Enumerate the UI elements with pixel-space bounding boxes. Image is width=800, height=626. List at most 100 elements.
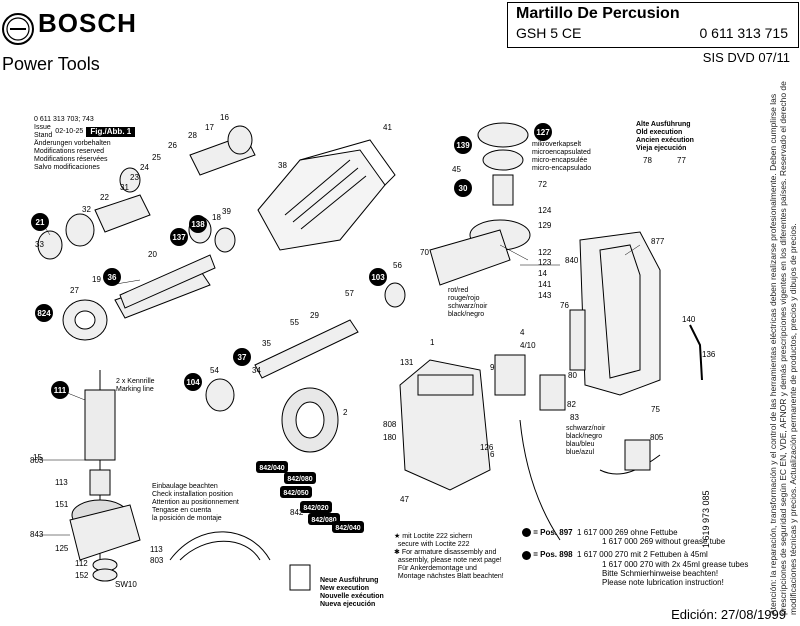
part-number-label: 6 — [490, 450, 495, 459]
part-number-label: 840 — [565, 256, 579, 265]
part-number-label: 55 — [290, 318, 299, 327]
circled-label: 21 — [31, 213, 49, 231]
grease-legend: = Pos. 897 1 617 000 269 ohne Fettube 1 … — [522, 528, 748, 587]
circled-label: 138 — [189, 215, 207, 233]
part-number-label: 112 — [75, 559, 88, 568]
circled-label: 139 — [454, 136, 472, 154]
circled-label: 111 — [51, 381, 69, 399]
part-number-label: 4 — [520, 328, 525, 337]
svg-text:21: 21 — [36, 218, 45, 227]
part-number-label: 28 — [188, 131, 197, 140]
part-number-label: 82 — [567, 400, 576, 409]
circled-label: 842/080 — [308, 513, 340, 525]
part-number-label: 77 — [677, 156, 686, 165]
svg-text:842/080: 842/080 — [311, 517, 336, 524]
part-number-label: 45 — [452, 165, 461, 174]
svg-text:138: 138 — [191, 220, 205, 229]
part-number-label: 17 — [205, 123, 214, 132]
part-number-label: 56 — [393, 261, 402, 270]
part-number-label: 125 — [55, 544, 69, 553]
brand-subtitle: Power Tools — [2, 54, 100, 74]
bearing-detail — [169, 531, 311, 591]
document-number: 1 619 973 085 — [701, 490, 711, 548]
svg-text:842/080: 842/080 — [287, 476, 312, 483]
part-number-label: 113 — [55, 478, 68, 487]
svg-text:842/040: 842/040 — [335, 525, 360, 532]
part-number-label: 842 — [290, 508, 304, 517]
part-number-label: 47 — [400, 495, 409, 504]
base-plate — [69, 504, 141, 582]
circled-label: 842/040 — [256, 461, 288, 473]
part-number-label: 151 — [55, 500, 69, 509]
part-number-label: 18 — [212, 213, 221, 222]
part-number-label: 75 — [651, 405, 660, 414]
svg-text:137: 137 — [172, 233, 186, 242]
part-number-label: 78 — [643, 156, 652, 165]
part-number-label: 803 — [30, 456, 44, 465]
svg-text:139: 139 — [456, 141, 470, 150]
part-number-label: 1 — [430, 338, 435, 347]
part-number-label: 805 — [650, 433, 664, 442]
part-number-label: 24 — [140, 163, 149, 172]
svg-text:842/040: 842/040 — [259, 465, 284, 472]
motor-housing — [399, 359, 491, 491]
tool-model: GSH 5 CE — [516, 25, 582, 41]
circled-label: 842/050 — [280, 486, 312, 498]
part-number-label: 180 — [383, 433, 397, 442]
part-number-label: 124 — [538, 206, 552, 215]
part-number-label: 35 — [262, 339, 271, 348]
part-number-label: 123 — [538, 258, 552, 267]
svg-text:842/050: 842/050 — [283, 490, 308, 497]
circled-label: 36 — [103, 268, 121, 286]
part-number-labels: 1617282625242331223233383918412019272955… — [30, 113, 716, 589]
part-number-label: 25 — [152, 153, 161, 162]
part-number-label: 70 — [420, 248, 429, 257]
part-number-label: 57 — [345, 289, 354, 298]
part-number-label: 843 — [30, 530, 44, 539]
circled-label: 30 — [454, 179, 472, 197]
circled-label: 37 — [233, 348, 251, 366]
part-number-label: 76 — [560, 301, 569, 310]
part-number-label: 803 — [150, 556, 164, 565]
part-number-label: 4/10 — [520, 341, 536, 350]
part-number-label: 72 — [538, 180, 547, 189]
bosch-logo-icon — [2, 13, 34, 45]
svg-text:104: 104 — [186, 378, 200, 387]
circled-label: 842/040 — [332, 521, 364, 533]
sis-dvd-label: SIS DVD 07/11 — [702, 50, 790, 65]
figure-label: Fig./Abb. 1 — [86, 127, 136, 137]
part-number-label: 54 — [210, 366, 219, 375]
svg-text:824: 824 — [37, 309, 51, 318]
part-number-label: 152 — [75, 571, 89, 580]
part-number-label: 80 — [568, 371, 577, 380]
part-number-label: 113 — [150, 545, 163, 554]
cable-and-switch — [494, 309, 703, 541]
part-number-label: 32 — [82, 205, 91, 214]
part-number-label: 126 — [480, 443, 494, 452]
circled-labels: 21368241111371381043710313930127842/0408… — [31, 123, 552, 533]
svg-text:111: 111 — [54, 386, 67, 395]
svg-text:36: 36 — [108, 273, 117, 282]
title-box: Martillo De Percusion GSH 5 CE 0 611 313… — [507, 2, 799, 48]
svg-text:842/020: 842/020 — [303, 505, 328, 512]
circled-label: 127 — [534, 123, 552, 141]
circled-label: 842/020 — [300, 501, 332, 513]
part-number-label: 19 — [92, 275, 101, 284]
part-number-label: 29 — [310, 311, 319, 320]
brand-logo: BOSCH — [38, 8, 137, 38]
part-number-label: 2 — [343, 408, 348, 417]
part-number-label: 877 — [651, 237, 665, 246]
part-number-label: 9 — [490, 363, 495, 372]
part-number-label: 20 — [148, 250, 157, 259]
part-number-label: 808 — [383, 420, 397, 429]
tool-part-number: 0 611 313 715 — [699, 25, 789, 41]
part-number-label: 141 — [538, 280, 552, 289]
part-number-label: 33 — [35, 240, 44, 249]
part-number-label: 136 — [702, 350, 716, 359]
